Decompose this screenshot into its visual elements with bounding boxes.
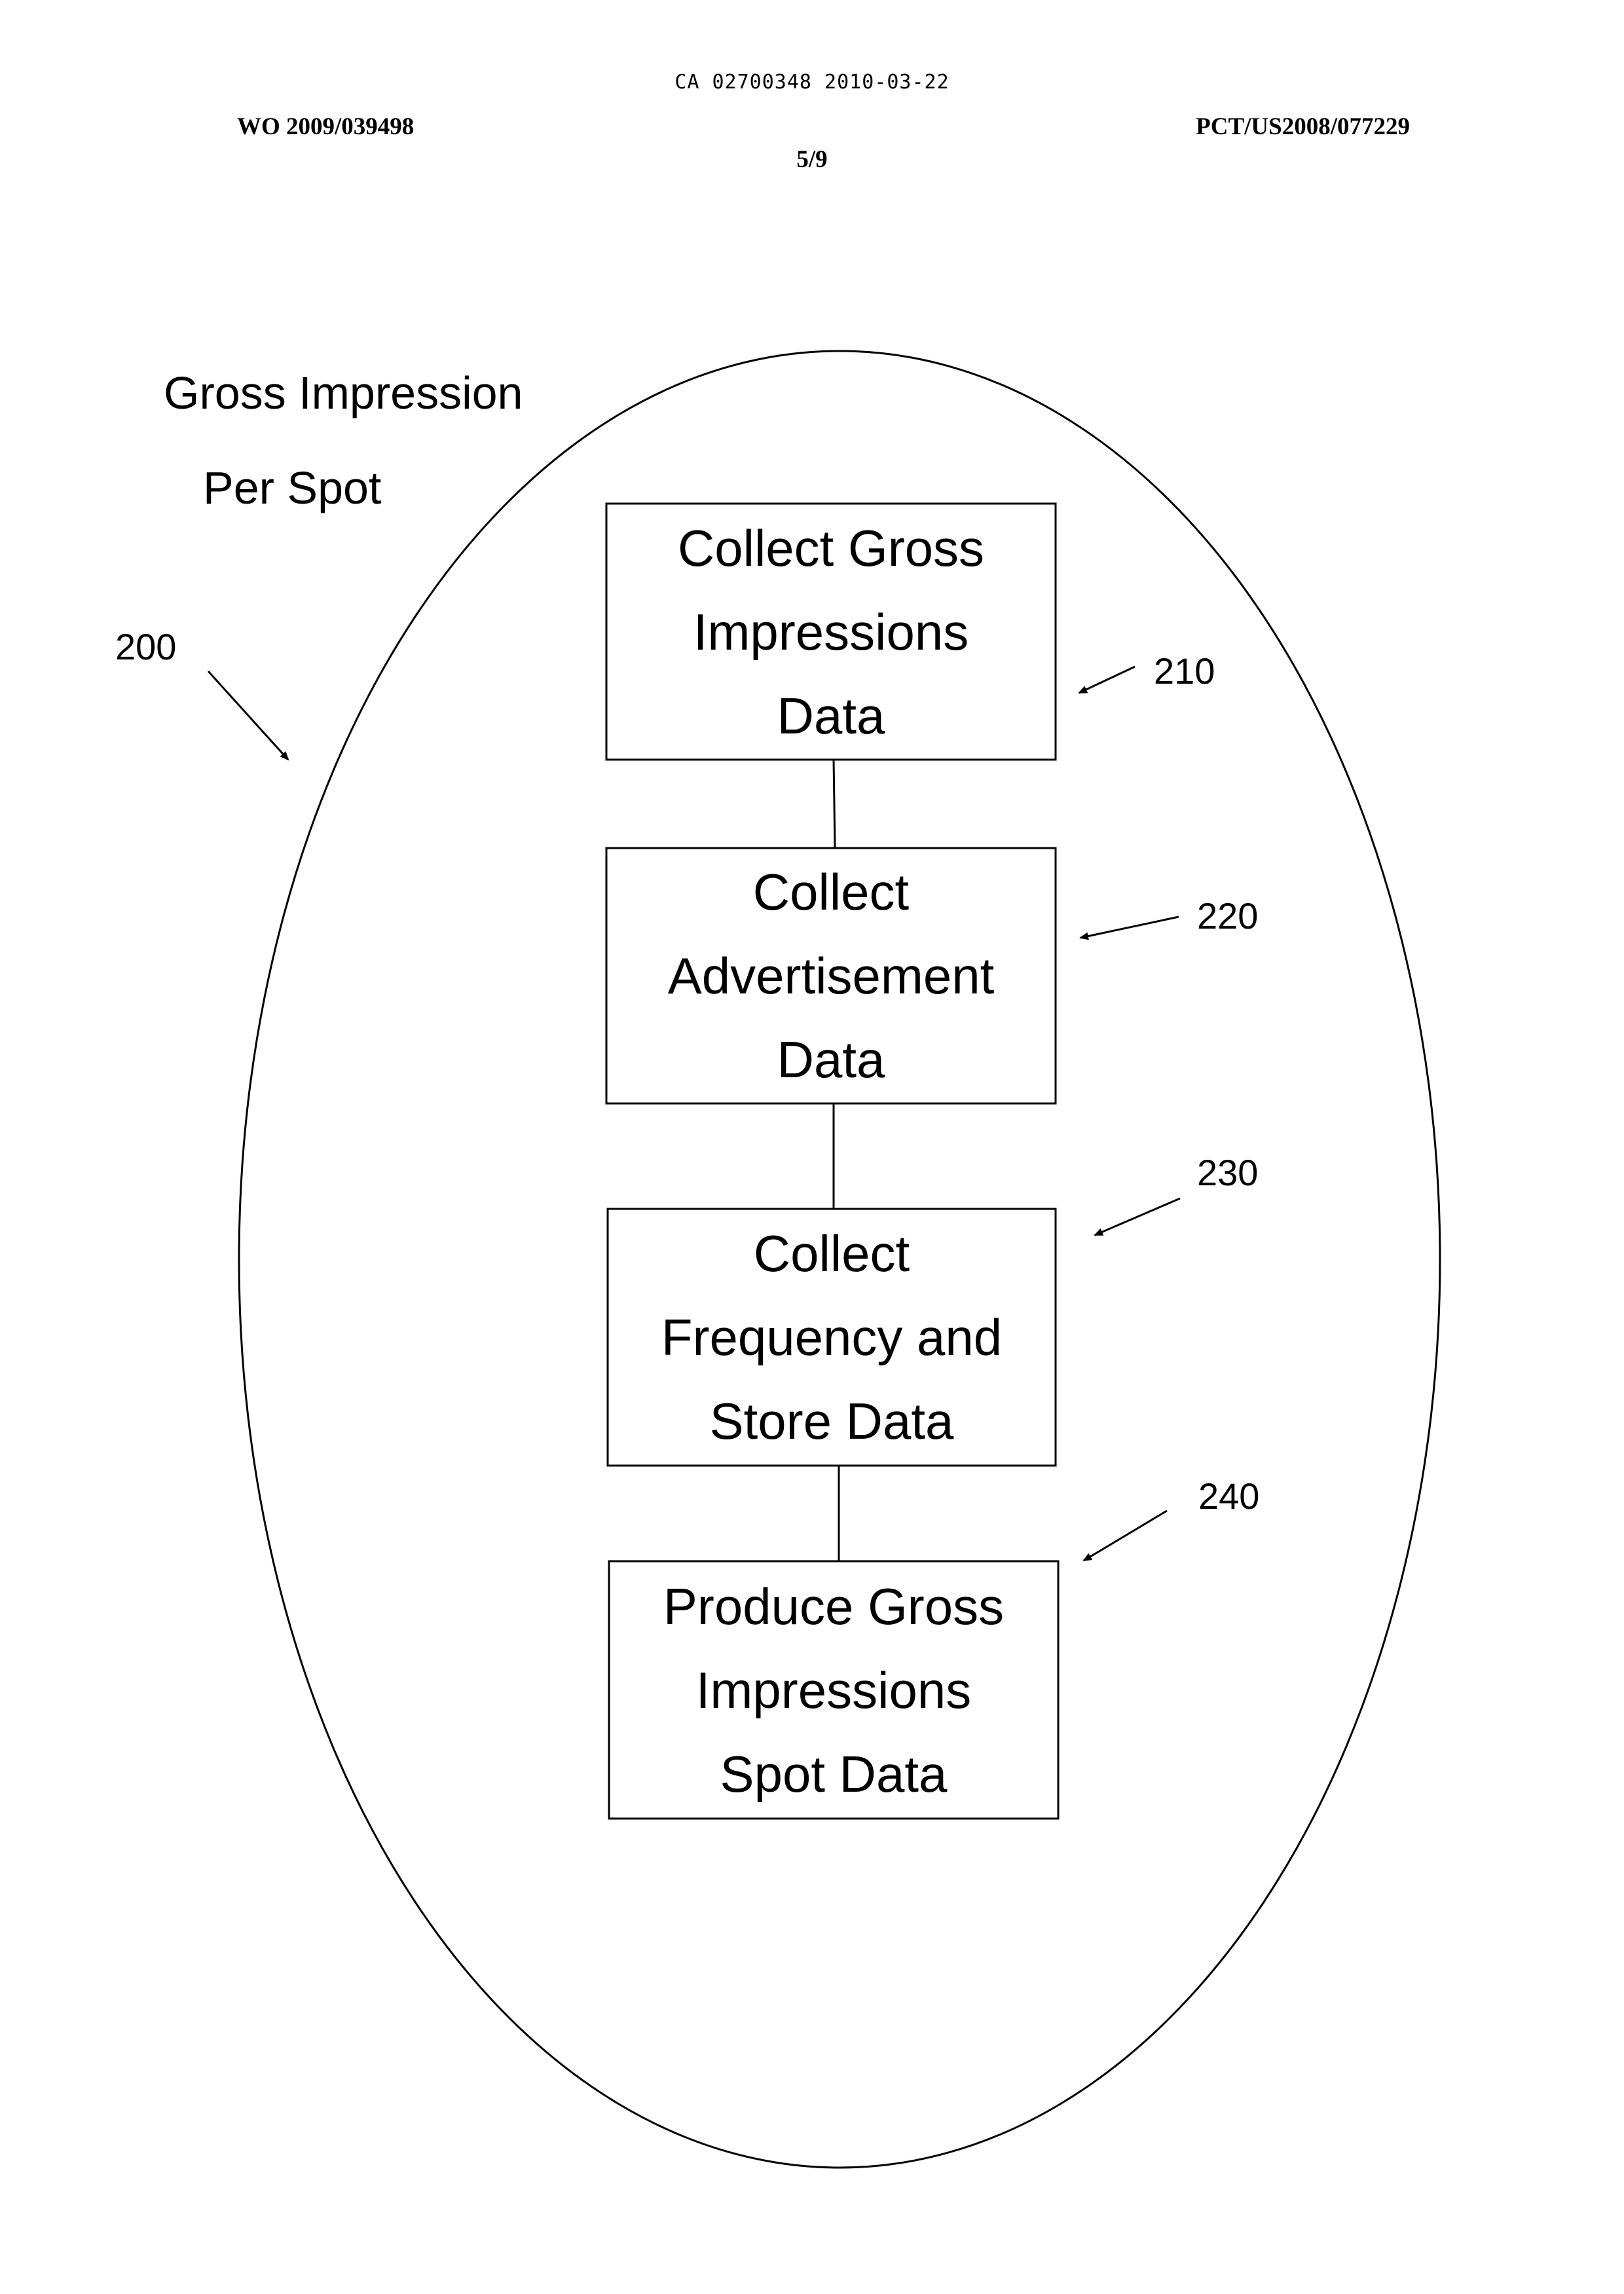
step-text-210: Collect Gross Impressions Data bbox=[606, 504, 1056, 760]
step-text-230: Collect Frequency and Store Data bbox=[608, 1209, 1056, 1466]
step-210-line-3: Data bbox=[777, 674, 885, 758]
step-220-line-1: Collect bbox=[753, 850, 909, 934]
ref-numeral-240: 240 bbox=[1198, 1475, 1259, 1517]
step-210-line-2: Impressions bbox=[693, 590, 969, 674]
step-230-line-2: Frequency and bbox=[661, 1295, 1002, 1379]
step-230-line-3: Store Data bbox=[710, 1379, 954, 1463]
step-220-line-3: Data bbox=[777, 1018, 885, 1101]
arrow-210 bbox=[1079, 667, 1135, 693]
step-220-line-2: Advertisement bbox=[668, 934, 995, 1018]
step-240-line-2: Impressions bbox=[696, 1648, 971, 1732]
arrow-220 bbox=[1080, 917, 1179, 938]
arrow-240 bbox=[1084, 1511, 1167, 1561]
figure-title-line-1: Gross Impression bbox=[164, 367, 523, 419]
step-240-line-1: Produce Gross bbox=[663, 1564, 1004, 1648]
ref-numeral-220: 220 bbox=[1197, 895, 1258, 937]
arrow-230 bbox=[1095, 1198, 1180, 1235]
ref-numeral-230: 230 bbox=[1197, 1151, 1258, 1194]
figure-title-line-2: Per Spot bbox=[203, 462, 381, 514]
step-240-line-3: Spot Data bbox=[720, 1732, 948, 1816]
step-230-line-1: Collect bbox=[754, 1212, 910, 1295]
step-text-240: Produce Gross Impressions Spot Data bbox=[609, 1561, 1058, 1819]
ref-numeral-210: 210 bbox=[1154, 650, 1215, 692]
connector-210-220 bbox=[834, 760, 835, 848]
step-text-220: Collect Advertisement Data bbox=[606, 848, 1056, 1103]
ref-numeral-200: 200 bbox=[115, 625, 176, 668]
step-210-line-1: Collect Gross bbox=[678, 506, 984, 590]
arrow-200 bbox=[208, 671, 288, 760]
